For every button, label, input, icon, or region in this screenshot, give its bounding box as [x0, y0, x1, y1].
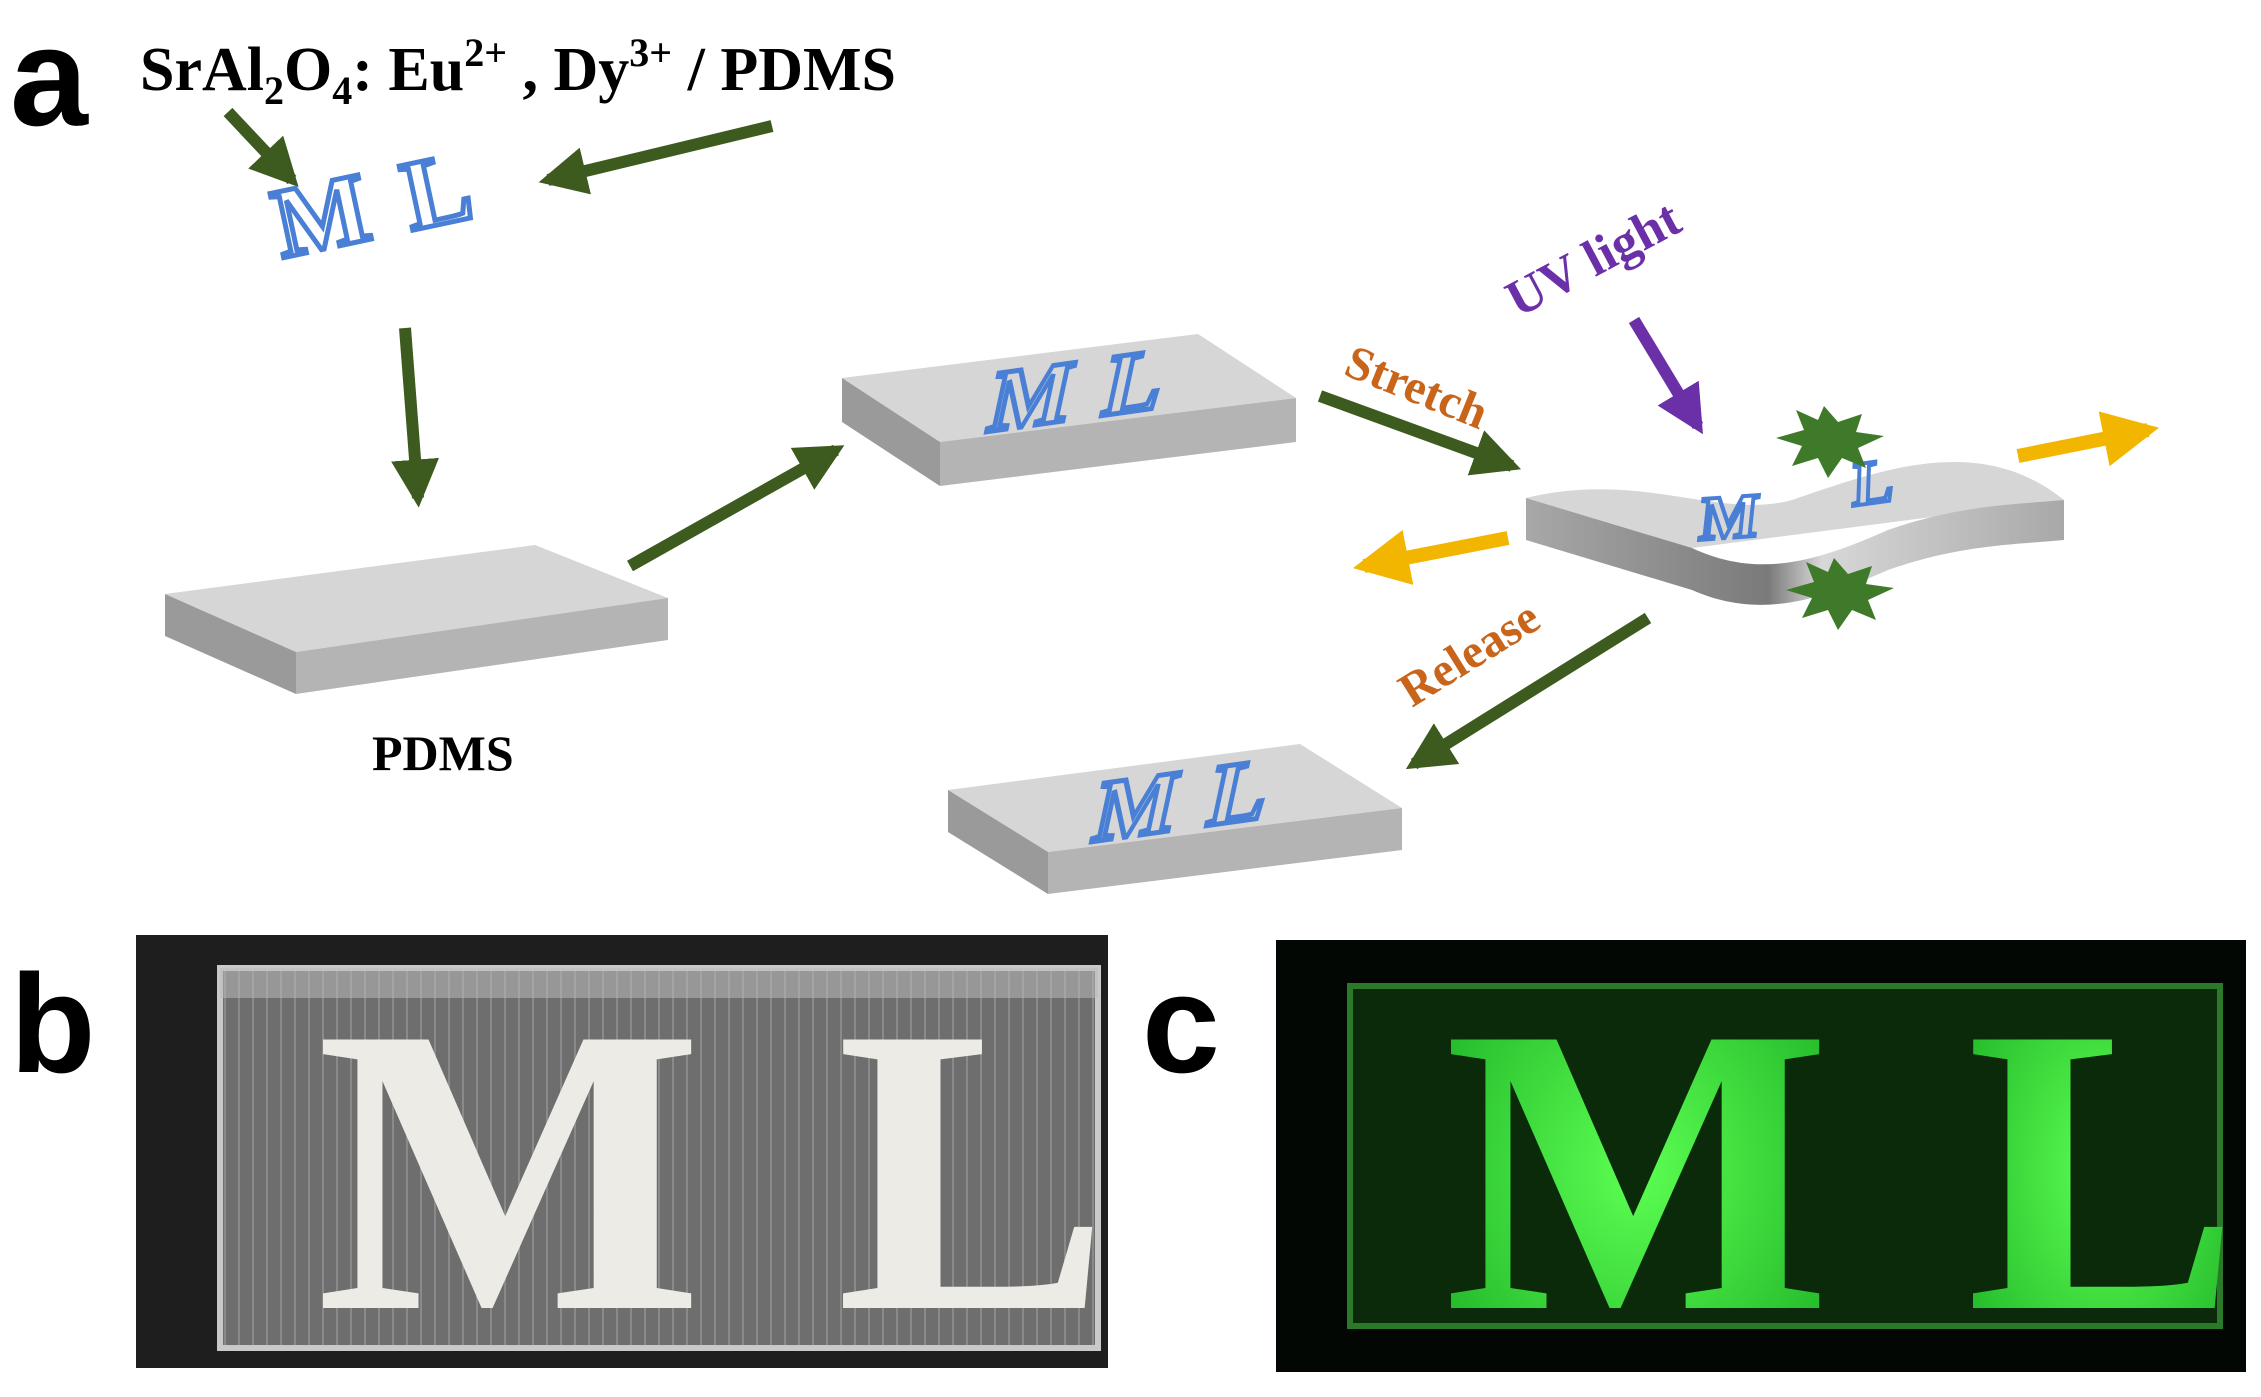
photo-b-letter-l: L: [836, 943, 1109, 1392]
ml-print-stretched-m: M: [1697, 480, 1763, 554]
arrow-release: [1405, 612, 1652, 770]
arrow-formula-to-ml-right: [538, 120, 774, 195]
luminescence-burst-top: [1776, 406, 1884, 478]
uv-light-label: UV light: [1497, 190, 1691, 329]
panel-letter-c: c: [1142, 945, 1220, 1102]
formula-sup2: 3+: [629, 30, 672, 75]
ml-letter-m: M: [263, 151, 378, 279]
arrow-pull-left: [1353, 529, 1510, 585]
arrow-ml-to-pdms: [391, 327, 440, 508]
ml-letter-l: L: [393, 130, 481, 252]
photo-c-letter-m: M: [1444, 943, 1831, 1392]
pdms-label: PDMS: [372, 725, 514, 781]
panel-letter-b: b: [10, 945, 96, 1102]
photo-b-daylight: M L: [136, 935, 1109, 1397]
stretch-label: Stretch: [1338, 335, 1495, 440]
formula-sub1: 2: [264, 68, 284, 113]
pdms-slab-printed: [842, 334, 1296, 486]
luminescence-burst-bottom: [1786, 558, 1894, 630]
pdms-slab-stretched: [1526, 461, 2064, 605]
arrow-pull-right: [2016, 411, 2159, 467]
arrow-formula-to-ml-left: [223, 107, 299, 187]
ml-logo-floating: M L: [261, 127, 483, 282]
formula-title: SrAl2O4: Eu2+ , Dy3+ / PDMS: [140, 30, 896, 113]
arrow-uv: [1628, 316, 1704, 435]
formula-part4: , Dy: [507, 36, 629, 104]
formula-sub2: 4: [332, 68, 352, 113]
formula-part1: SrAl: [140, 36, 264, 104]
formula-part5: / PDMS: [672, 36, 896, 104]
arrow-pdms-to-printed: [627, 444, 845, 572]
photo-c-luminescence: M L: [1276, 940, 2246, 1397]
formula-part2: O: [284, 36, 332, 104]
photo-c-letter-l: L: [1966, 943, 2239, 1392]
formula-sup1: 2+: [464, 30, 507, 75]
formula-part3: : Eu: [352, 36, 464, 104]
photo-b-letter-m: M: [316, 943, 703, 1392]
arrow-stretch: [1317, 390, 1522, 476]
pdms-slab-blank: [165, 545, 668, 694]
panel-letter-a: a: [10, 0, 89, 155]
pdms-slab-released: [948, 744, 1402, 894]
